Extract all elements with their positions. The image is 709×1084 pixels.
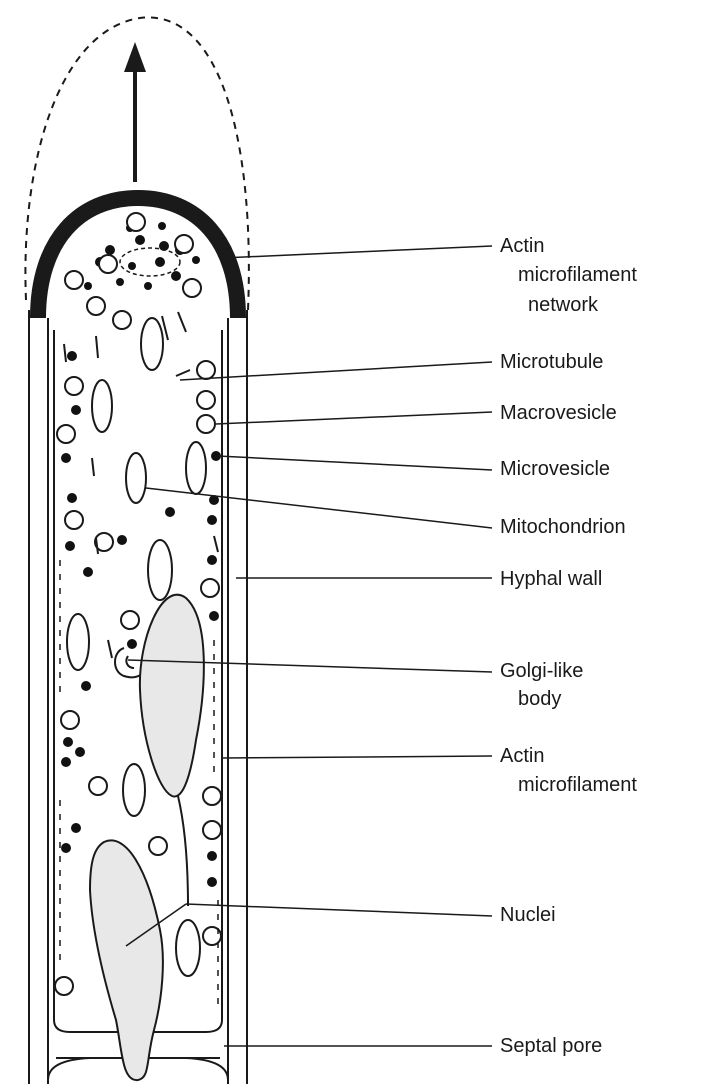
label-macrovesicle: Macrovesicle (500, 400, 617, 426)
apical-microvesicles (84, 222, 200, 290)
nucleus-lower (90, 840, 163, 1080)
label-microtubule: Microtubule (500, 349, 603, 375)
label-actin-filament-line2: microfilament (518, 772, 637, 798)
label-mitochondrion: Mitochondrion (500, 514, 626, 540)
label-nuclei: Nuclei (500, 902, 556, 928)
nucleus-upper (140, 595, 204, 797)
label-hyphal-wall: Hyphal wall (500, 566, 602, 592)
label-actin-network-line3: network (528, 292, 598, 318)
septum-left (48, 1058, 120, 1080)
label-golgi-line1: Golgi-like (500, 658, 583, 684)
growth-direction-arrowhead (124, 42, 146, 72)
label-actin-network-line1: Actin (500, 233, 544, 259)
label-actin-filament-line1: Actin (500, 743, 544, 769)
label-golgi-line2: body (518, 686, 561, 712)
nucleus-connector (178, 796, 188, 906)
actin-network-blob (120, 248, 180, 276)
label-septal-pore: Septal pore (500, 1033, 602, 1059)
label-actin-network-line2: microfilament (518, 262, 637, 288)
label-microvesicle: Microvesicle (500, 456, 610, 482)
septum-right (158, 1058, 228, 1080)
